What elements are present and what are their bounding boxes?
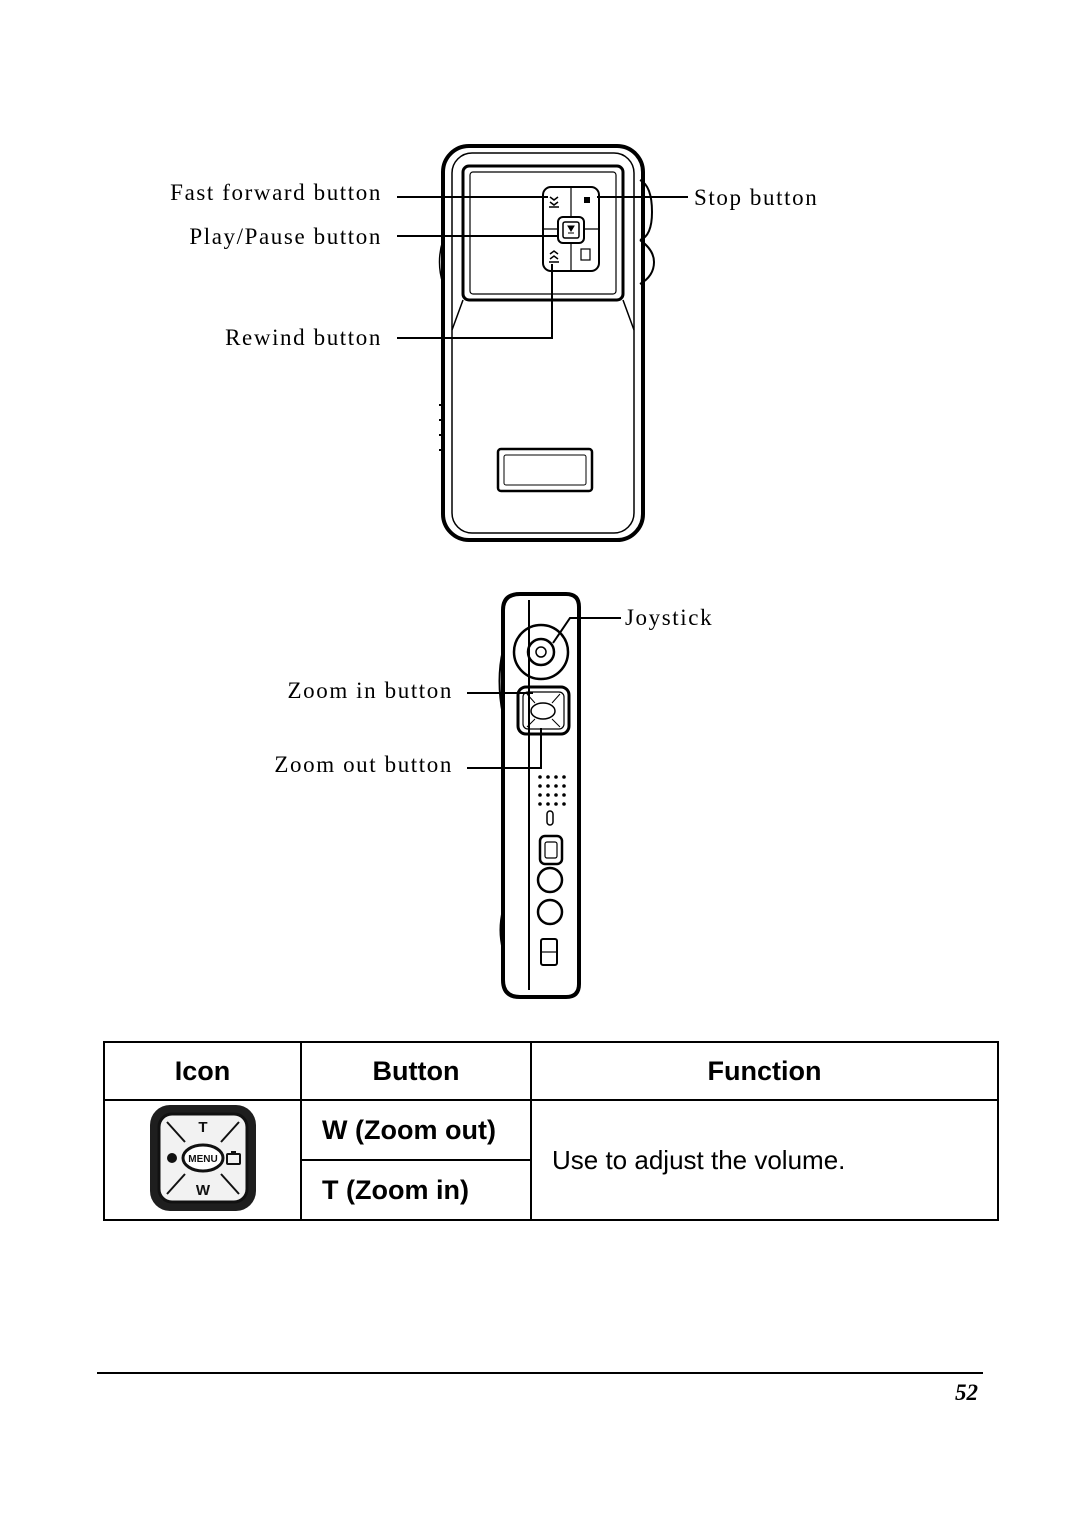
camera-back-drawing bbox=[397, 144, 688, 542]
t-glyph: T bbox=[198, 1119, 207, 1136]
zoom-menu-pad-icon: MENU T W bbox=[149, 1104, 256, 1211]
callout-zoom-out: Zoom out button bbox=[274, 752, 453, 777]
footer-rule bbox=[97, 1372, 983, 1374]
record-dot-icon bbox=[166, 1152, 177, 1163]
table-header-row: Icon Button Function bbox=[103, 1041, 999, 1101]
zoom-out-label: W (Zoom out) bbox=[302, 1101, 530, 1161]
w-glyph: W bbox=[195, 1182, 210, 1199]
button-cell: W (Zoom out) T (Zoom in) bbox=[300, 1099, 532, 1221]
button-function-table: Icon Button Function MENU T W W (Zoom ou… bbox=[103, 1041, 999, 1221]
function-cell: Use to adjust the volume. bbox=[530, 1099, 999, 1221]
callout-rewind: Rewind button bbox=[225, 325, 382, 350]
menu-glyph: MENU bbox=[188, 1154, 217, 1165]
callout-zoom-in: Zoom in button bbox=[287, 678, 453, 703]
callout-stop: Stop button bbox=[694, 185, 819, 210]
icon-cell: MENU T W bbox=[103, 1099, 302, 1221]
header-icon: Icon bbox=[103, 1041, 302, 1101]
table-row: MENU T W W (Zoom out) T (Zoom in) Use to… bbox=[103, 1099, 999, 1221]
camera-side-drawing bbox=[467, 592, 621, 999]
callout-play-pause: Play/Pause button bbox=[189, 224, 382, 249]
callout-fast-forward: Fast forward button bbox=[170, 180, 382, 205]
device-illustrations bbox=[397, 144, 688, 999]
callout-joystick: Joystick bbox=[625, 605, 714, 630]
header-button: Button bbox=[300, 1041, 532, 1101]
header-function: Function bbox=[530, 1041, 999, 1101]
page-number: 52 bbox=[955, 1380, 978, 1405]
camera-glyph-icon bbox=[225, 1150, 241, 1165]
zoom-in-label: T (Zoom in) bbox=[322, 1174, 469, 1205]
